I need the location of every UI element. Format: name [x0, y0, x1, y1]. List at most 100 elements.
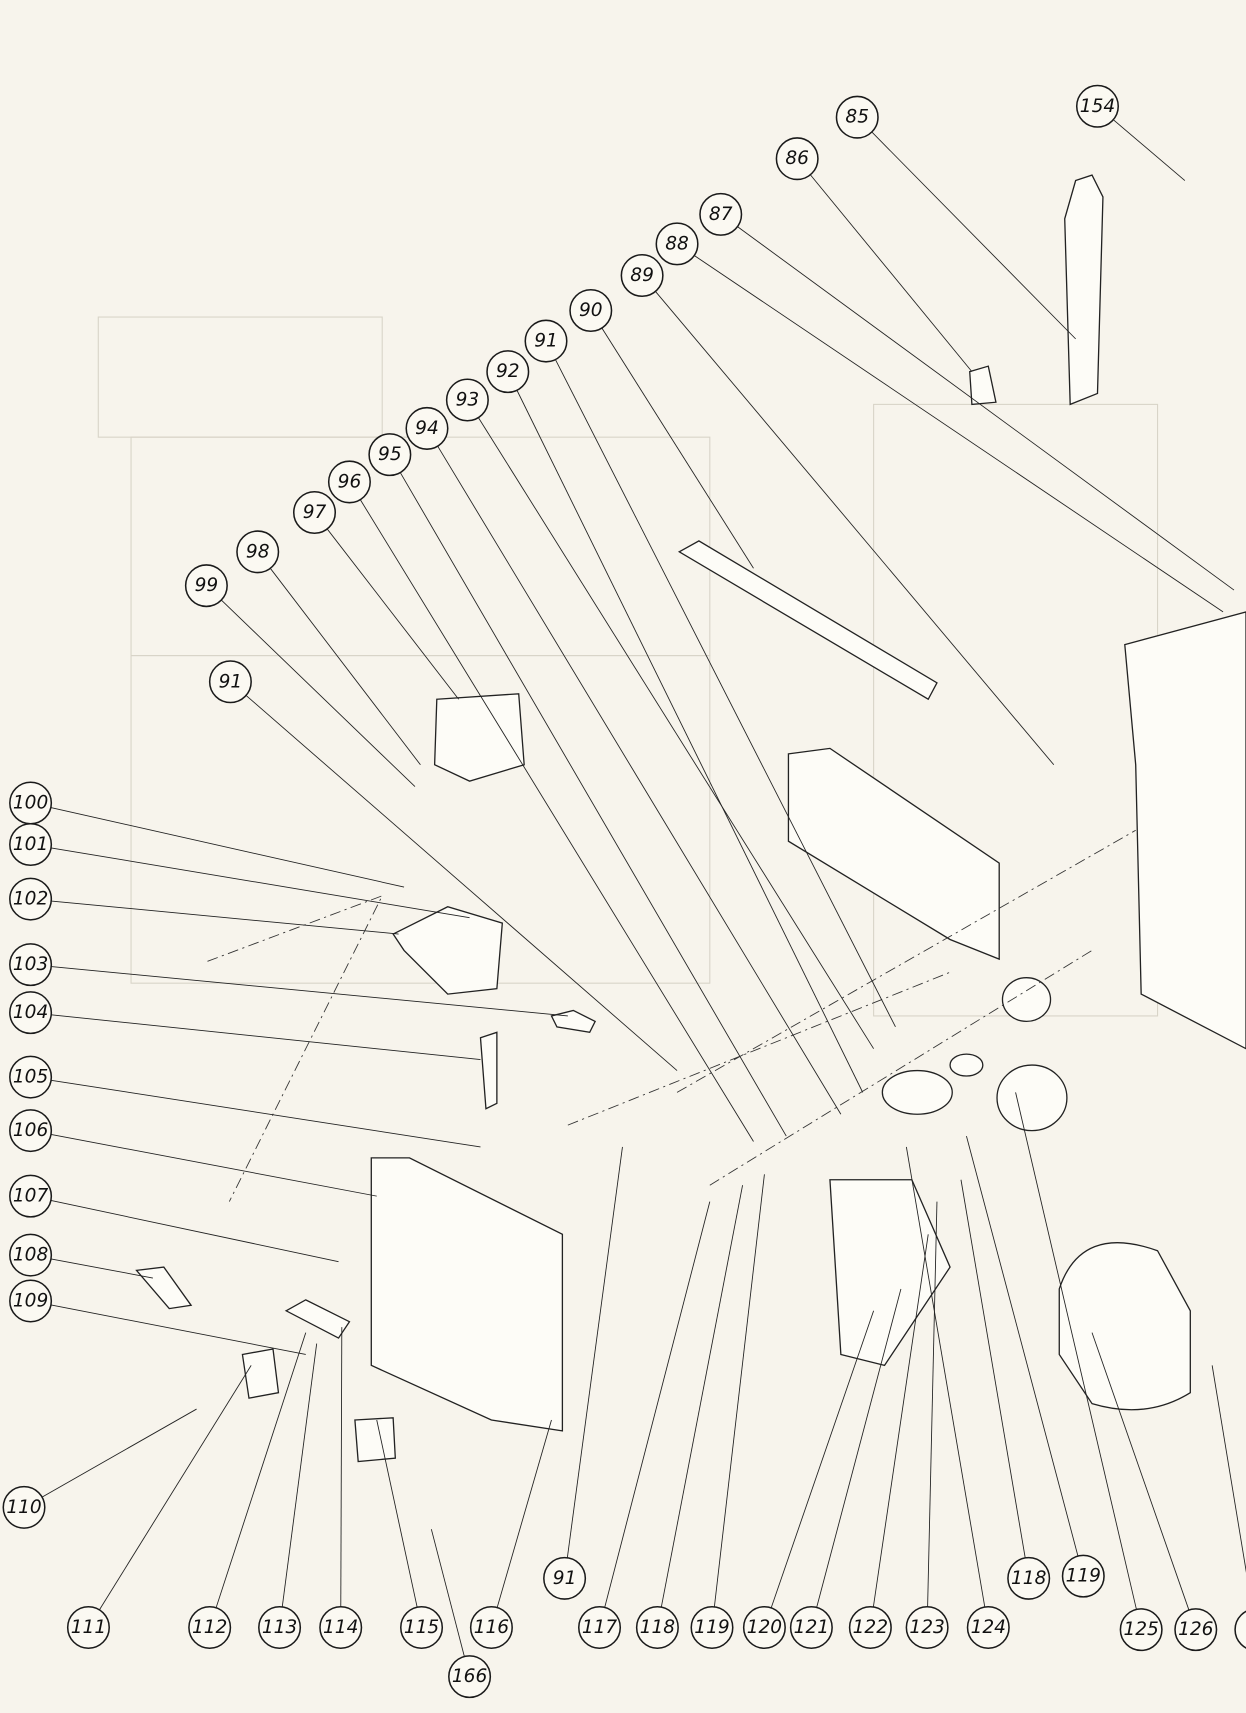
part-flywheel-125	[996, 1064, 1068, 1132]
callout-circle	[524, 319, 568, 363]
leader-line	[99, 1365, 252, 1611]
callout-circle	[1075, 84, 1119, 128]
callout-number: 125	[1123, 1619, 1158, 1640]
callout-number: 112	[192, 1617, 227, 1638]
leader-line	[770, 1310, 875, 1608]
callout-121: 121	[789, 1605, 833, 1649]
callout-circle	[208, 660, 252, 704]
callout-number: 115	[404, 1617, 439, 1638]
callout-85: 85	[835, 95, 879, 139]
leader-line	[655, 291, 1055, 766]
callout-circle	[742, 1605, 786, 1649]
callout-number: 90	[579, 300, 603, 321]
callout-circle	[9, 943, 53, 987]
callout-number: 111	[71, 1617, 106, 1638]
callout-number: 104	[13, 1002, 48, 1023]
callout-circle	[1007, 1556, 1051, 1600]
callout-111: 111	[66, 1605, 110, 1649]
part-lever-114	[284, 1299, 351, 1339]
leader-line	[810, 174, 973, 372]
callout-circle	[690, 1605, 734, 1649]
callout-number: 122	[853, 1617, 888, 1638]
callout-circle	[9, 822, 53, 867]
callout-91: 91	[543, 1556, 587, 1600]
callout-number: 105	[13, 1067, 48, 1088]
callout-circle	[184, 564, 228, 608]
leader-line	[816, 1288, 902, 1608]
part-rail-90	[677, 540, 938, 701]
callout-120: 120	[742, 1605, 786, 1649]
callout-circle	[9, 1109, 53, 1153]
callout-group: 1548586878889909192939495969798999110010…	[2, 84, 1246, 1699]
leader-line	[966, 1135, 1079, 1557]
callout-123: 123	[905, 1605, 949, 1649]
leader-line	[905, 1146, 986, 1608]
leader-line	[601, 327, 754, 569]
callout-circle	[635, 1605, 679, 1649]
callout-104: 104	[9, 991, 53, 1035]
callout-124: 124	[966, 1605, 1010, 1649]
callout-circle	[9, 877, 53, 921]
callout-number: 92	[496, 361, 520, 382]
leader-line	[737, 226, 1235, 591]
leader-line	[50, 1200, 339, 1263]
leader-line	[50, 807, 405, 888]
callout-number: 91	[553, 1568, 577, 1589]
callout-114: 114	[319, 1605, 363, 1649]
callout-92: 92	[486, 350, 530, 394]
leader-line	[281, 1343, 318, 1607]
leader-line	[51, 900, 399, 935]
callout-number: 106	[13, 1120, 48, 1141]
callout-circle	[405, 406, 449, 450]
callout-93: 93	[445, 378, 489, 422]
callout-circle	[905, 1605, 949, 1649]
callout-circle	[620, 254, 664, 298]
callout-circle	[543, 1556, 587, 1600]
callout-96: 96	[327, 460, 371, 504]
callout-number: 91	[534, 331, 558, 352]
leader-line	[871, 131, 1076, 340]
leader-line	[430, 1529, 465, 1657]
leader-line	[340, 1327, 343, 1607]
callout-number: 103	[13, 954, 48, 975]
callout-number: 91	[219, 671, 243, 692]
callout-110: 110	[2, 1485, 46, 1529]
callout-number: 109	[13, 1290, 48, 1311]
callout-154: 154	[1075, 84, 1119, 128]
callout-circle	[9, 1279, 53, 1323]
callout-number: 126	[1178, 1619, 1213, 1640]
leader-line	[50, 1304, 306, 1355]
leader-line	[41, 1408, 197, 1498]
callout-101: 101	[9, 822, 53, 867]
callout-partial	[1234, 1610, 1246, 1649]
callout-98: 98	[236, 530, 280, 574]
callout-90: 90	[569, 288, 613, 333]
callout-circle	[188, 1605, 232, 1649]
part-pulley-124	[1001, 977, 1052, 1023]
callout-number: 93	[456, 390, 480, 411]
part-arm-104	[479, 1031, 498, 1110]
callout-112: 112	[188, 1605, 232, 1649]
callout-number: 121	[794, 1617, 829, 1638]
callout-number: 124	[971, 1617, 1006, 1638]
callout-number: 114	[323, 1617, 358, 1638]
callout-87: 87	[699, 192, 743, 236]
callout-circle	[327, 460, 371, 504]
callout-number: 94	[415, 418, 439, 439]
callout-91: 91	[524, 319, 568, 363]
leader-line	[927, 1201, 938, 1607]
leader-line	[221, 599, 416, 787]
callout-number: 118	[1011, 1568, 1046, 1589]
callout-number: 119	[1066, 1566, 1101, 1587]
leader-line	[1091, 1332, 1190, 1611]
leader-line	[660, 1185, 744, 1608]
callout-circle	[9, 1174, 53, 1218]
callout-119: 119	[1061, 1554, 1105, 1598]
callout-91: 91	[208, 660, 252, 704]
callout-122: 122	[848, 1605, 892, 1649]
part-frame-106	[370, 1157, 564, 1432]
callout-107: 107	[9, 1174, 53, 1218]
callout-94: 94	[405, 406, 449, 450]
callout-number: 166	[452, 1666, 487, 1687]
